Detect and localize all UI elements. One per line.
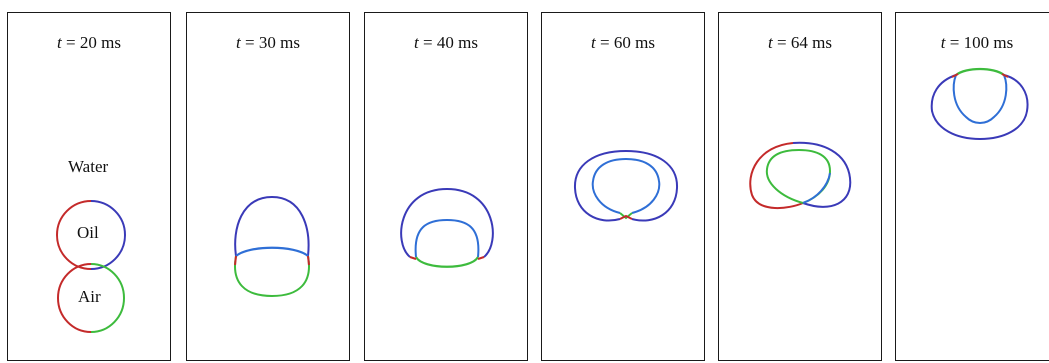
- triple-left: [409, 256, 417, 260]
- panel-t64: t = 64 ms: [718, 12, 882, 361]
- water-label: Water: [68, 157, 109, 176]
- air-bubble-left-arc: [57, 263, 92, 333]
- oil-outer-interface: [234, 195, 310, 257]
- oil-outer-interface: [792, 141, 852, 208]
- oil-outer-interface: [930, 74, 1029, 141]
- time-label: t = 20 ms: [57, 33, 121, 52]
- oil-air-cap: [802, 172, 831, 204]
- time-label: t = 100 ms: [940, 33, 1014, 52]
- panel-t20: t = 20 ms Water Oil Air: [7, 12, 171, 361]
- time-label: t = 30 ms: [236, 33, 300, 52]
- drops-t64: [749, 141, 852, 210]
- triple-neck: [619, 214, 633, 220]
- panel-t60: t = 60 ms: [541, 12, 705, 361]
- panel-t40: t = 40 ms: [364, 12, 528, 361]
- triple-right: [1001, 73, 1009, 78]
- oil-air-interface: [414, 218, 480, 258]
- oil-label: Oil: [77, 223, 99, 242]
- oil-drop-right-arc: [90, 200, 126, 270]
- air-water-interface: [415, 256, 479, 268]
- oil-outer-interface: [400, 187, 494, 258]
- panel-t100: t = 100 ms: [895, 12, 1049, 361]
- air-water-interface: [955, 67, 1005, 76]
- drops-t30: [234, 195, 310, 298]
- triple-left: [951, 73, 959, 78]
- drops-t100: [930, 67, 1029, 141]
- oil-air-interface: [952, 74, 1008, 124]
- air-label: Air: [78, 287, 101, 306]
- oil-air-interface: [235, 246, 309, 257]
- air-water-left-interface: [749, 142, 804, 210]
- time-label: t = 40 ms: [414, 33, 478, 52]
- drops-initial: [56, 200, 126, 333]
- triple-right: [477, 256, 485, 260]
- drops-t60: [573, 149, 679, 222]
- oil-air-interface: [591, 157, 661, 214]
- time-label: t = 64 ms: [768, 33, 832, 52]
- time-label: t = 60 ms: [591, 33, 655, 52]
- air-inner-interface: [765, 148, 832, 204]
- air-water-neck: [619, 212, 633, 220]
- panel-t30: t = 30 ms: [186, 12, 350, 361]
- triple-left: [234, 255, 237, 266]
- triple-right: [307, 255, 310, 266]
- air-bubble-right-arc: [90, 263, 125, 333]
- air-water-interface: [234, 255, 310, 298]
- drops-t40: [400, 187, 494, 268]
- oil-drop-left-arc: [56, 200, 92, 270]
- oil-outer-interface: [573, 149, 679, 222]
